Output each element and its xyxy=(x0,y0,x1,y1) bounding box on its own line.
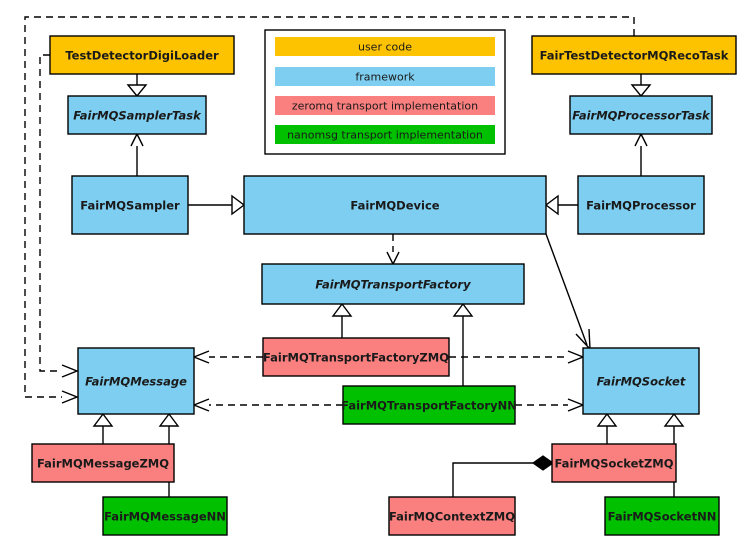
node-label: FairMQSocketNN xyxy=(608,510,717,524)
edge-tfzmq-to-socket xyxy=(449,350,585,364)
node-box[interactable] xyxy=(577,175,705,235)
node-label: FairMQSocketZMQ xyxy=(555,457,674,471)
node-label: FairMQMessageNN xyxy=(104,510,226,524)
edge-tfnn-to-message xyxy=(192,398,343,412)
node-box[interactable] xyxy=(243,175,547,235)
edge-socketzmq-to-socket xyxy=(596,412,618,444)
node-fair-mq-transport-factory-zmq[interactable]: FairMQTransportFactoryZMQ xyxy=(262,337,450,377)
node-box[interactable] xyxy=(551,443,677,483)
edge-sampler-to-device xyxy=(188,194,246,216)
node-fair-mq-processor-task[interactable]: FairMQProcessorTask xyxy=(569,95,713,135)
edge-messagezmq-to-message xyxy=(92,412,114,444)
node-box[interactable] xyxy=(388,496,516,536)
node-label: FairMQSampler xyxy=(80,199,180,213)
node-box[interactable] xyxy=(77,347,195,415)
node-label: FairMQDevice xyxy=(350,199,439,213)
node-fair-mq-socket-nn[interactable]: FairMQSocketNN xyxy=(604,496,720,536)
node-fair-mq-device[interactable]: FairMQDevice xyxy=(243,175,547,235)
edge-tfzmq-to-message xyxy=(192,350,263,364)
node-fair-mq-processor[interactable]: FairMQProcessor xyxy=(577,175,705,235)
node-layer: TestDetectorDigiLoader FairTestDetectorM… xyxy=(31,35,737,536)
edge-recotask-to-message xyxy=(24,16,635,404)
node-fair-mq-sampler-task[interactable]: FairMQSamplerTask xyxy=(67,95,207,135)
legend-label-zeromq: zeromq transport implementation xyxy=(292,100,478,113)
legend-label-user-code: user code xyxy=(358,41,412,54)
edge-recotask-generalization xyxy=(630,74,652,98)
node-box[interactable] xyxy=(342,385,516,425)
node-label: FairMQTransportFactoryZMQ xyxy=(263,351,449,365)
edge-tfnn-to-socket xyxy=(515,398,585,412)
edge-device-to-transportfactory xyxy=(386,234,400,266)
edge-processor-to-processortask xyxy=(634,132,648,176)
node-box[interactable] xyxy=(261,263,525,305)
node-box[interactable] xyxy=(262,337,450,377)
node-box[interactable] xyxy=(71,175,189,235)
edge-sampler-to-samplertask xyxy=(130,132,144,176)
node-label: FairMQSocket xyxy=(597,375,686,389)
node-fair-mq-socket[interactable]: FairMQSocket xyxy=(582,347,700,415)
node-label: FairMQMessage xyxy=(85,375,187,389)
node-box[interactable] xyxy=(49,35,235,75)
node-box[interactable] xyxy=(604,496,720,536)
edge-digiloader-generalization xyxy=(126,74,148,98)
legend-swatch-framework xyxy=(275,67,495,86)
legend-swatch-zeromq xyxy=(275,96,495,115)
node-fair-mq-transport-factory[interactable]: FairMQTransportFactory xyxy=(261,263,525,305)
node-fair-mq-sampler[interactable]: FairMQSampler xyxy=(71,175,189,235)
node-box[interactable] xyxy=(31,443,175,483)
node-label: FairMQTransportFactoryNN xyxy=(341,399,517,413)
node-label: FairMQMessageZMQ xyxy=(37,457,169,471)
legend-label-nanomsg: nanomsg transport implementation xyxy=(287,129,483,142)
edge-digiloader-to-message xyxy=(39,54,79,378)
edge-tfzmq-to-transportfactory xyxy=(331,302,353,338)
node-test-detector-digi-loader[interactable]: TestDetectorDigiLoader xyxy=(49,35,235,75)
node-label: FairMQProcessorTask xyxy=(572,109,711,123)
node-fair-test-detector-mq-reco-task[interactable]: FairTestDetectorMQRecoTask xyxy=(531,35,737,75)
node-fair-mq-context-zmq[interactable]: FairMQContextZMQ xyxy=(388,496,516,536)
node-label: TestDetectorDigiLoader xyxy=(65,49,219,63)
node-label: FairTestDetectorMQRecoTask xyxy=(540,49,729,63)
node-box[interactable] xyxy=(569,95,713,135)
node-box[interactable] xyxy=(102,496,228,536)
edge-tfnn-to-transportfactory xyxy=(452,302,474,386)
edge-device-to-socket xyxy=(545,233,591,351)
node-box[interactable] xyxy=(531,35,737,75)
node-fair-mq-transport-factory-nn[interactable]: FairMQTransportFactoryNN xyxy=(341,385,517,425)
node-fair-mq-socket-zmq[interactable]: FairMQSocketZMQ xyxy=(551,443,677,483)
node-fair-mq-message-zmq[interactable]: FairMQMessageZMQ xyxy=(31,443,175,483)
legend: user code framework zeromq transport imp… xyxy=(264,29,506,155)
node-fair-mq-message-nn[interactable]: FairMQMessageNN xyxy=(102,496,228,536)
node-fair-mq-message[interactable]: FairMQMessage xyxy=(77,347,195,415)
legend-label-framework: framework xyxy=(355,71,415,84)
node-label: FairMQSamplerTask xyxy=(73,109,202,123)
node-label: FairMQProcessor xyxy=(586,199,696,213)
node-label: FairMQContextZMQ xyxy=(389,510,515,524)
legend-swatch-nanomsg xyxy=(275,125,495,144)
node-box[interactable] xyxy=(67,95,207,135)
node-label: FairMQTransportFactory xyxy=(315,278,471,292)
legend-swatch-user-code xyxy=(275,37,495,56)
edge-processor-to-device xyxy=(544,194,578,216)
edge-contextzmq-to-socketzmq xyxy=(452,455,555,497)
node-box[interactable] xyxy=(582,347,700,415)
